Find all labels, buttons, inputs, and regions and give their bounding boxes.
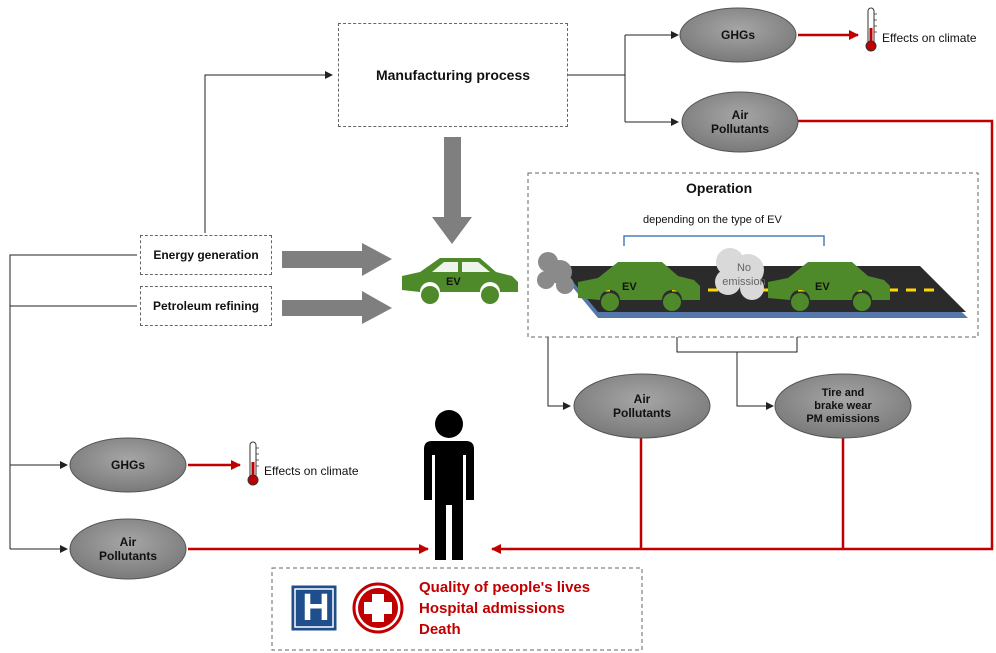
energy-generation-label: Energy generation bbox=[153, 248, 259, 262]
tire-brake-label: Tire and brake wear PM emissions bbox=[806, 386, 880, 425]
manufacturing-process-label: Manufacturing process bbox=[375, 67, 531, 83]
top-air-pollutants-label: Air Pollutants bbox=[710, 108, 769, 136]
top-air-pollutants-oval bbox=[681, 91, 799, 153]
impact-quality-of-life: Quality of people's lives bbox=[419, 579, 591, 596]
ev-type-bracket bbox=[623, 235, 825, 246]
hospital-letter: H bbox=[302, 587, 330, 629]
ev-car-left-label: EV bbox=[622, 281, 637, 293]
down-arrow bbox=[432, 137, 472, 244]
ev-center-label: EV bbox=[446, 276, 461, 288]
right-arrow-petroleum bbox=[282, 291, 392, 324]
ev-car-right-label: EV bbox=[815, 281, 830, 293]
ev-car-right-icon bbox=[768, 262, 890, 311]
gray-arrows bbox=[282, 137, 472, 324]
top-ghgs-oval bbox=[679, 7, 797, 63]
person-icon bbox=[424, 410, 474, 560]
tire-brake-oval bbox=[774, 373, 912, 439]
no-emission-label: No emission bbox=[722, 262, 766, 288]
ev-car-icon bbox=[402, 258, 518, 304]
ev-type-note: depending on the type of EV bbox=[643, 214, 782, 226]
top-ghgs-label: GHGs bbox=[720, 28, 755, 42]
op-air-pollutants-oval bbox=[573, 373, 711, 439]
impact-hospital-admissions: Hospital admissions bbox=[419, 600, 565, 617]
top-climate-label: Effects on climate bbox=[882, 31, 977, 45]
red-connectors bbox=[188, 30, 994, 554]
manufacturing-process-box: Manufacturing process bbox=[338, 23, 568, 127]
exhaust-cloud bbox=[537, 252, 574, 294]
bottom-ghgs-oval bbox=[69, 437, 187, 493]
energy-generation-box: Energy generation bbox=[140, 235, 272, 275]
thermometer-icon-bottom bbox=[247, 441, 259, 486]
bottom-air-pollutants-oval bbox=[69, 518, 187, 580]
right-arrow-energy bbox=[282, 243, 392, 276]
bottom-air-pollutants-label: Air Pollutants bbox=[98, 535, 157, 563]
petroleum-refining-label: Petroleum refining bbox=[152, 299, 259, 313]
bottom-ghgs-label: GHGs bbox=[110, 458, 145, 472]
petroleum-refining-box: Petroleum refining bbox=[140, 286, 272, 326]
hospital-icon bbox=[291, 585, 337, 631]
impact-death: Death bbox=[419, 621, 461, 638]
ovals bbox=[69, 7, 912, 580]
operation-title: Operation bbox=[686, 180, 753, 196]
bottom-climate-label: Effects on climate bbox=[264, 464, 359, 478]
op-air-pollutants-label: Air Pollutants bbox=[612, 392, 671, 420]
no-emission-cloud bbox=[715, 248, 764, 300]
medical-cross-icon bbox=[352, 582, 404, 634]
impacts-list: Quality of people's lives Hospital admis… bbox=[419, 577, 590, 640]
ev-car-left-icon bbox=[578, 262, 700, 311]
thermometer-icon-top bbox=[865, 7, 877, 52]
